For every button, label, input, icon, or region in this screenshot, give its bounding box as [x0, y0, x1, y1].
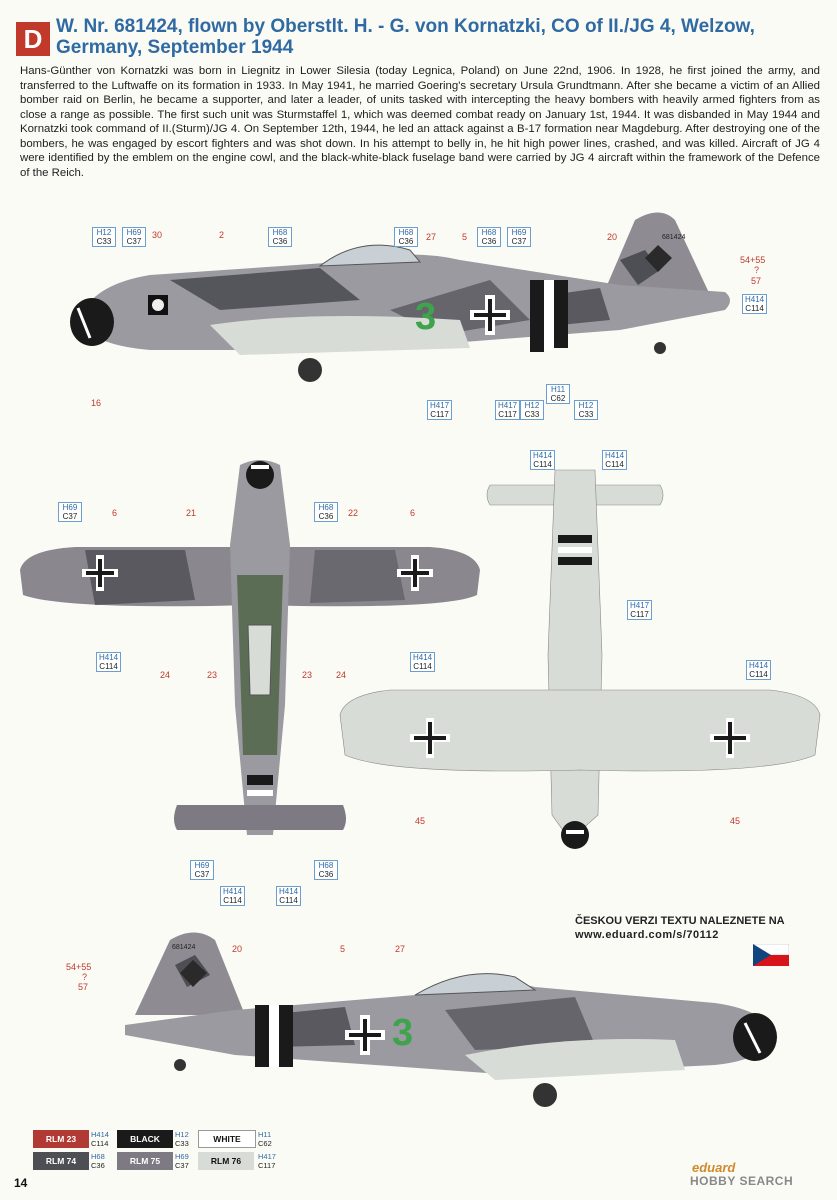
swatch-rlm76: RLM 76 [198, 1152, 254, 1170]
callout-number: ? [82, 972, 88, 982]
callout-number: ? [754, 265, 760, 275]
callout-number: 45 [415, 816, 426, 826]
czech-note-line1: ČESKOU VERZI TEXTU NALEZNETE NA [575, 915, 785, 927]
swatch-rlm74: RLM 74 [33, 1152, 89, 1170]
description-text: Hans-Günther von Kornatzki was born in L… [20, 65, 820, 179]
callout-number: 5 [340, 944, 346, 954]
callout-number: 30 [152, 230, 163, 240]
top-view [20, 460, 480, 835]
swatch-rlm75: RLM 75 [117, 1152, 173, 1170]
werk-nr: 681424 [662, 234, 686, 241]
callout-number: 54+55 [66, 962, 92, 972]
callout-number: 5 [462, 232, 468, 242]
callout-number: 6 [112, 508, 118, 518]
callout-number: 27 [395, 944, 406, 954]
callout-number: 2 [219, 230, 225, 240]
bottom-view [339, 469, 821, 849]
czech-flag-icon [753, 944, 789, 966]
callout-number: 23 [207, 670, 218, 680]
fuselage-code: 3 [415, 296, 437, 338]
callout-number: 20 [607, 232, 618, 242]
page-number: 14 [14, 1176, 28, 1190]
profile-letter: D [16, 22, 50, 56]
side-view-left [70, 212, 730, 382]
swatch-white: WHITE [198, 1130, 256, 1148]
fuselage-code: 3 [392, 1012, 414, 1054]
czech-note-url[interactable]: www.eduard.com/s/70112 [575, 929, 719, 941]
callout-number: 21 [186, 508, 197, 518]
callout-number: 57 [78, 982, 89, 992]
callout-number: 6 [410, 508, 416, 518]
czech-note: ČESKOU VERZI TEXTU NALEZNETE NA www.edua… [575, 914, 815, 942]
callout-number: 27 [426, 232, 437, 242]
callout-number: 24 [336, 670, 347, 680]
watermark: HOBBY SEARCH [690, 1174, 794, 1188]
page-title: W. Nr. 681424, flown by Oberstlt. H. - G… [56, 16, 755, 58]
brand-logo: eduard [692, 1160, 736, 1175]
callout-number: 22 [348, 508, 359, 518]
swatch-rlm23: RLM 23 [33, 1130, 89, 1148]
werk-nr: 681424 [172, 944, 196, 951]
side-view-right [125, 932, 777, 1107]
callout-number: 57 [751, 276, 762, 286]
callout-number: 20 [232, 944, 243, 954]
callout-number: 45 [730, 816, 741, 826]
callout-number: 54+55 [740, 255, 766, 265]
callout-number: 23 [302, 670, 313, 680]
callout-number: 24 [160, 670, 171, 680]
callout-number: 16 [91, 398, 102, 408]
swatch-black: BLACK [117, 1130, 173, 1148]
